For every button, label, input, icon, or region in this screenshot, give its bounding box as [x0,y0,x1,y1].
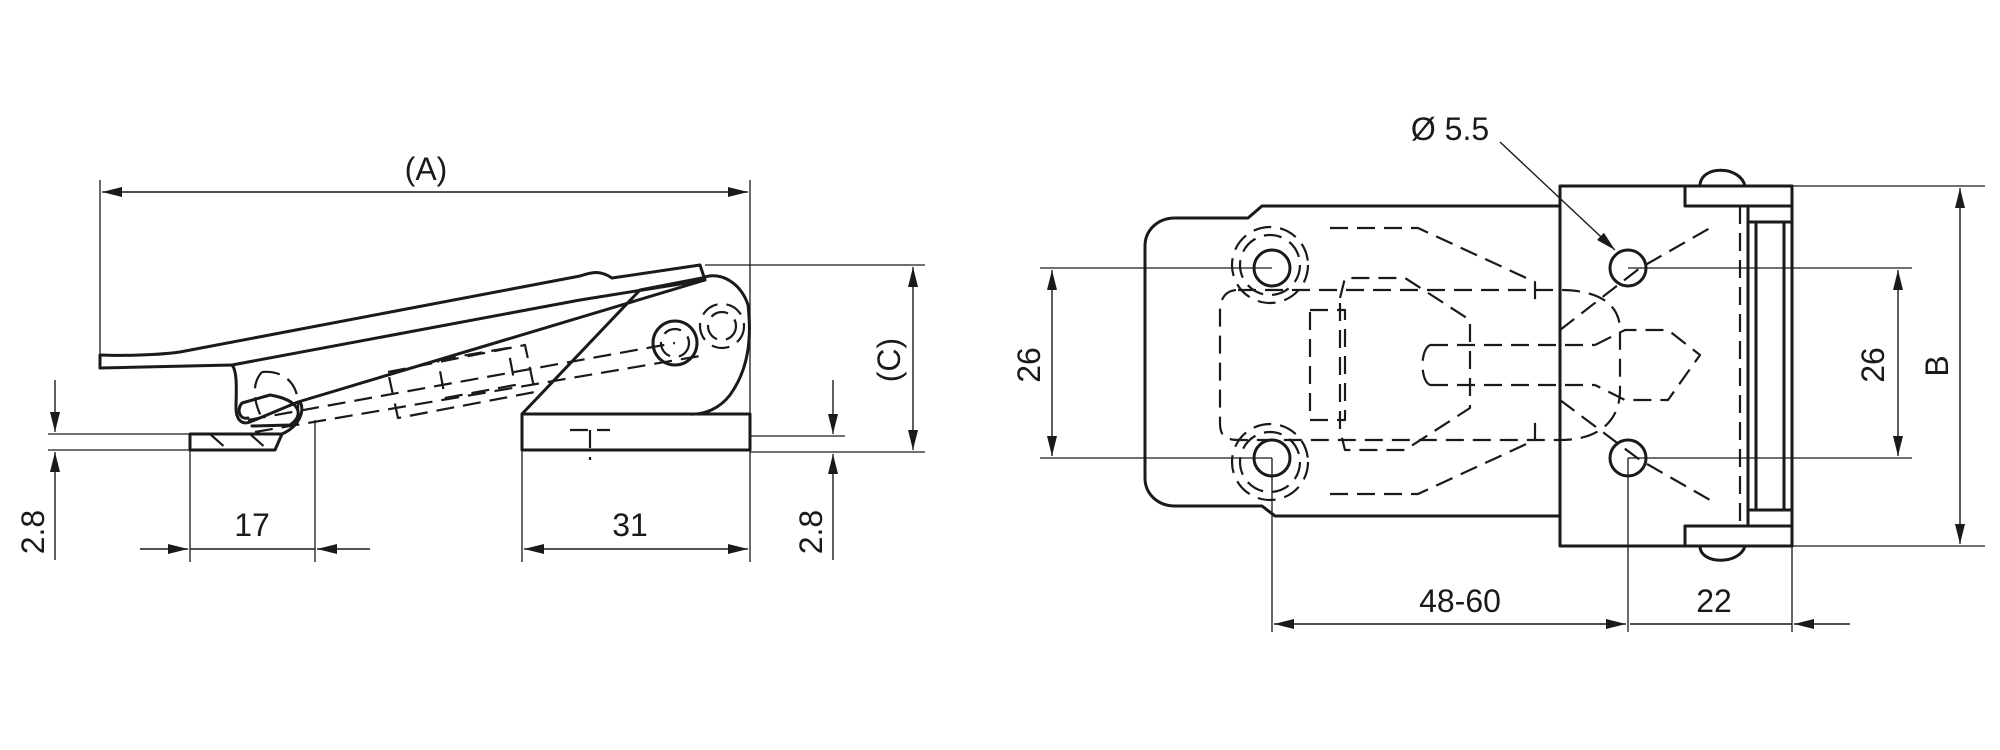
base-plate [520,412,752,452]
lever-tip [237,393,300,428]
dim-28l-label: 2.8 [15,510,51,554]
hidden-stirrup [253,370,300,419]
dim-28r-label: 2.8 [793,510,829,554]
hidden-lever-shape [1338,276,1472,452]
keeper-bottom-knob [1698,544,1747,562]
pivot-upper-inner [706,310,738,342]
top-view: Ø 5.5 26 26 B 48-60 22 [1011,111,1985,632]
side-view: (A) (C) 2.8 2.8 17 31 [15,151,925,562]
dim-a-label: (A) [405,151,448,187]
body-housing [520,274,751,416]
hidden-hook [1594,328,1702,402]
pivot-inner [659,327,691,359]
latch-base-plate [1143,204,1562,518]
dia-label: Ø 5.5 [1411,111,1489,147]
dim-26r-label: 26 [1855,347,1891,383]
hidden-frame [1218,288,1622,442]
dia-leader [1499,141,1616,251]
pivot-outer [651,319,699,367]
hidden-rod-top [1421,343,1595,387]
pivot-upper-outer [698,302,746,350]
hidden-base-mark [570,428,610,460]
hidden-keeper-mark [209,433,269,451]
base-hole-bottom-mid [1238,430,1302,494]
hidden-spring-core [436,346,517,400]
dim-17-label: 17 [234,507,270,543]
dim-c-label: (C) [871,338,907,382]
keeper-hook [280,400,304,436]
base-hole-top-mid [1238,233,1302,297]
hidden-rod-lower [254,354,701,434]
dim-26l-label: 26 [1011,347,1047,383]
keeper-top-knob [1698,168,1747,188]
dim-b-label: B [1919,355,1955,376]
lever-outline [98,263,707,425]
dim-22-label: 22 [1696,583,1732,619]
hinge-cap-top [1746,204,1794,224]
latch-inner-outline [1330,226,1537,496]
base-hole-top-outer [1230,225,1310,305]
keeper-plate [188,432,284,452]
hidden-lever-slot [1308,308,1347,422]
dim-4860-label: 48-60 [1419,583,1501,619]
keeper-tab-top [1683,184,1794,208]
dim-31-label: 31 [612,507,648,543]
hidden-diagonals [1559,227,1711,501]
hinge-cap-bottom [1746,508,1794,528]
base-hole-bottom-outer [1230,422,1310,502]
hidden-rod [247,341,676,422]
keeper-tab-bottom [1683,524,1794,548]
